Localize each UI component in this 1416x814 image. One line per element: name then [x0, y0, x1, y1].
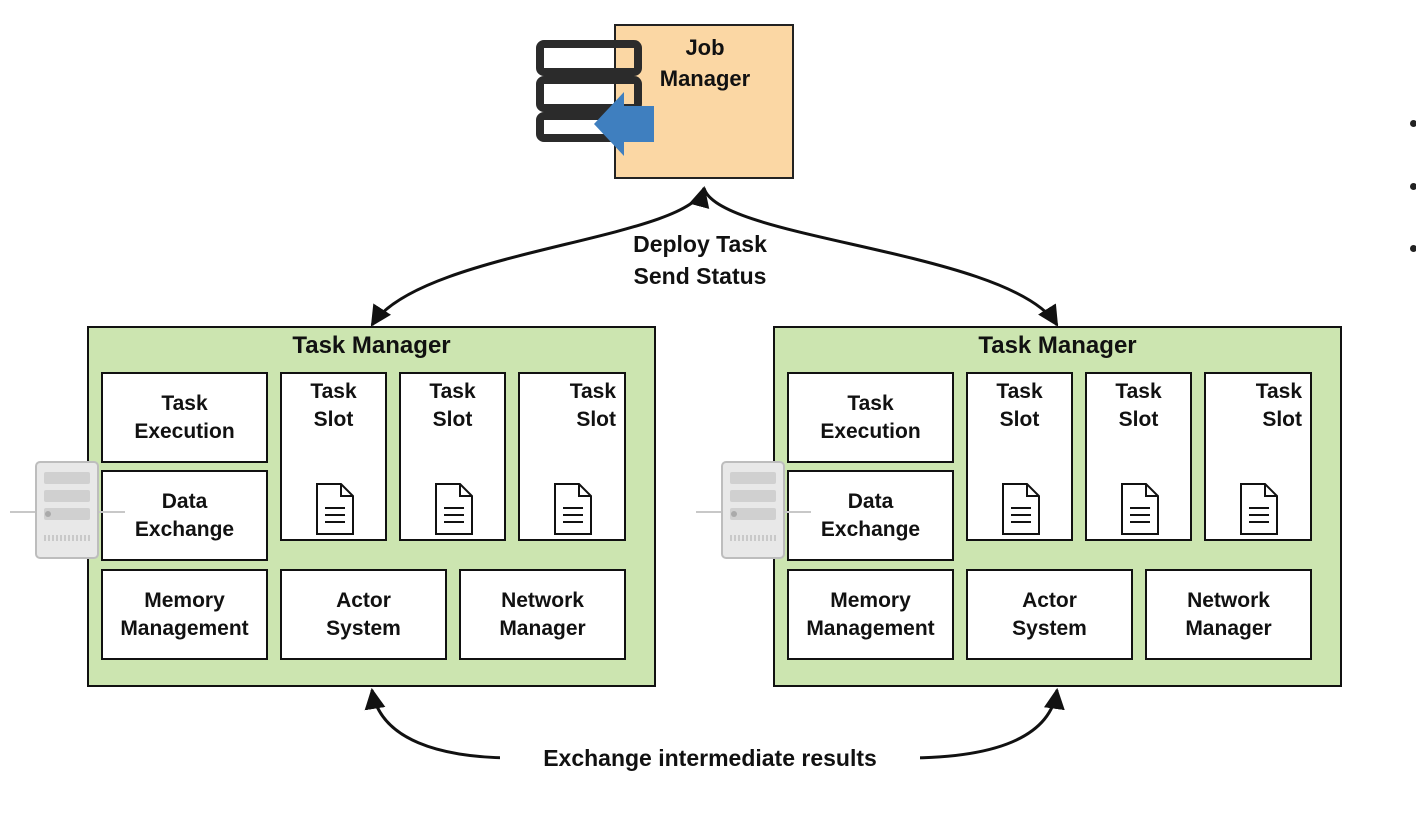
- bullet-point: [1410, 120, 1416, 127]
- task-slot-3: Task Slot: [1204, 372, 1312, 541]
- data-exchange-box: Data Exchange: [787, 470, 954, 561]
- data-exchange-label: Data Exchange: [820, 489, 921, 541]
- bullet-point: [1410, 245, 1416, 252]
- bullet-point: [1410, 183, 1416, 190]
- network-manager-box: Network Manager: [1145, 569, 1312, 660]
- task-slot-label: Task Slot: [1115, 380, 1162, 431]
- job-manager-title: Job Manager: [659, 35, 751, 91]
- arrow-tm-right-exchange: [904, 687, 1065, 760]
- document-icon: [435, 483, 473, 535]
- document-icon: [554, 483, 592, 535]
- task-slot-label: Task Slot: [310, 380, 357, 431]
- memory-management-label: Memory Management: [806, 588, 935, 640]
- data-exchange-label: Data Exchange: [134, 489, 235, 541]
- actor-system-box: Actor System: [966, 569, 1133, 660]
- network-manager-box: Network Manager: [459, 569, 626, 660]
- memory-management-box: Memory Management: [101, 569, 268, 660]
- actor-system-box: Actor System: [280, 569, 447, 660]
- document-icon: [1240, 483, 1278, 535]
- arrow-jm-to-tm-right: [702, 187, 1059, 327]
- document-icon: [1121, 483, 1159, 535]
- task-manager-left-title: Task Manager: [292, 332, 451, 359]
- exchange-results-label: Exchange intermediate results: [500, 742, 920, 774]
- task-slot-label: Task Slot: [1255, 380, 1302, 431]
- task-slot-2: Task Slot: [1085, 372, 1192, 541]
- memory-management-box: Memory Management: [787, 569, 954, 660]
- network-manager-label: Network Manager: [1185, 588, 1272, 640]
- actor-system-label: Actor System: [326, 588, 401, 640]
- document-icon: [1002, 483, 1040, 535]
- server-icon: [10, 461, 125, 559]
- task-slot-label: Task Slot: [429, 380, 476, 431]
- task-execution-box: Task Execution: [787, 372, 954, 463]
- arrow-tm-left-exchange: [364, 687, 516, 760]
- data-exchange-box: Data Exchange: [101, 470, 268, 561]
- task-slot-1: Task Slot: [966, 372, 1073, 541]
- task-slot-label: Task Slot: [996, 380, 1043, 431]
- document-icon: [316, 483, 354, 535]
- server-icon: [696, 461, 811, 559]
- task-execution-box: Task Execution: [101, 372, 268, 463]
- network-manager-label: Network Manager: [499, 588, 586, 640]
- arrow-jm-to-tm-left: [370, 185, 710, 327]
- task-slot-label: Task Slot: [569, 380, 616, 431]
- task-slot-2: Task Slot: [399, 372, 506, 541]
- task-slot-1: Task Slot: [280, 372, 387, 541]
- task-slot-3: Task Slot: [518, 372, 626, 541]
- deploy-task-label: Deploy Task Send Status: [633, 231, 767, 289]
- task-execution-label: Task Execution: [134, 391, 235, 443]
- task-manager-right-title: Task Manager: [978, 332, 1137, 359]
- memory-management-label: Memory Management: [120, 588, 249, 640]
- task-execution-label: Task Execution: [820, 391, 921, 443]
- actor-system-label: Actor System: [1012, 588, 1087, 640]
